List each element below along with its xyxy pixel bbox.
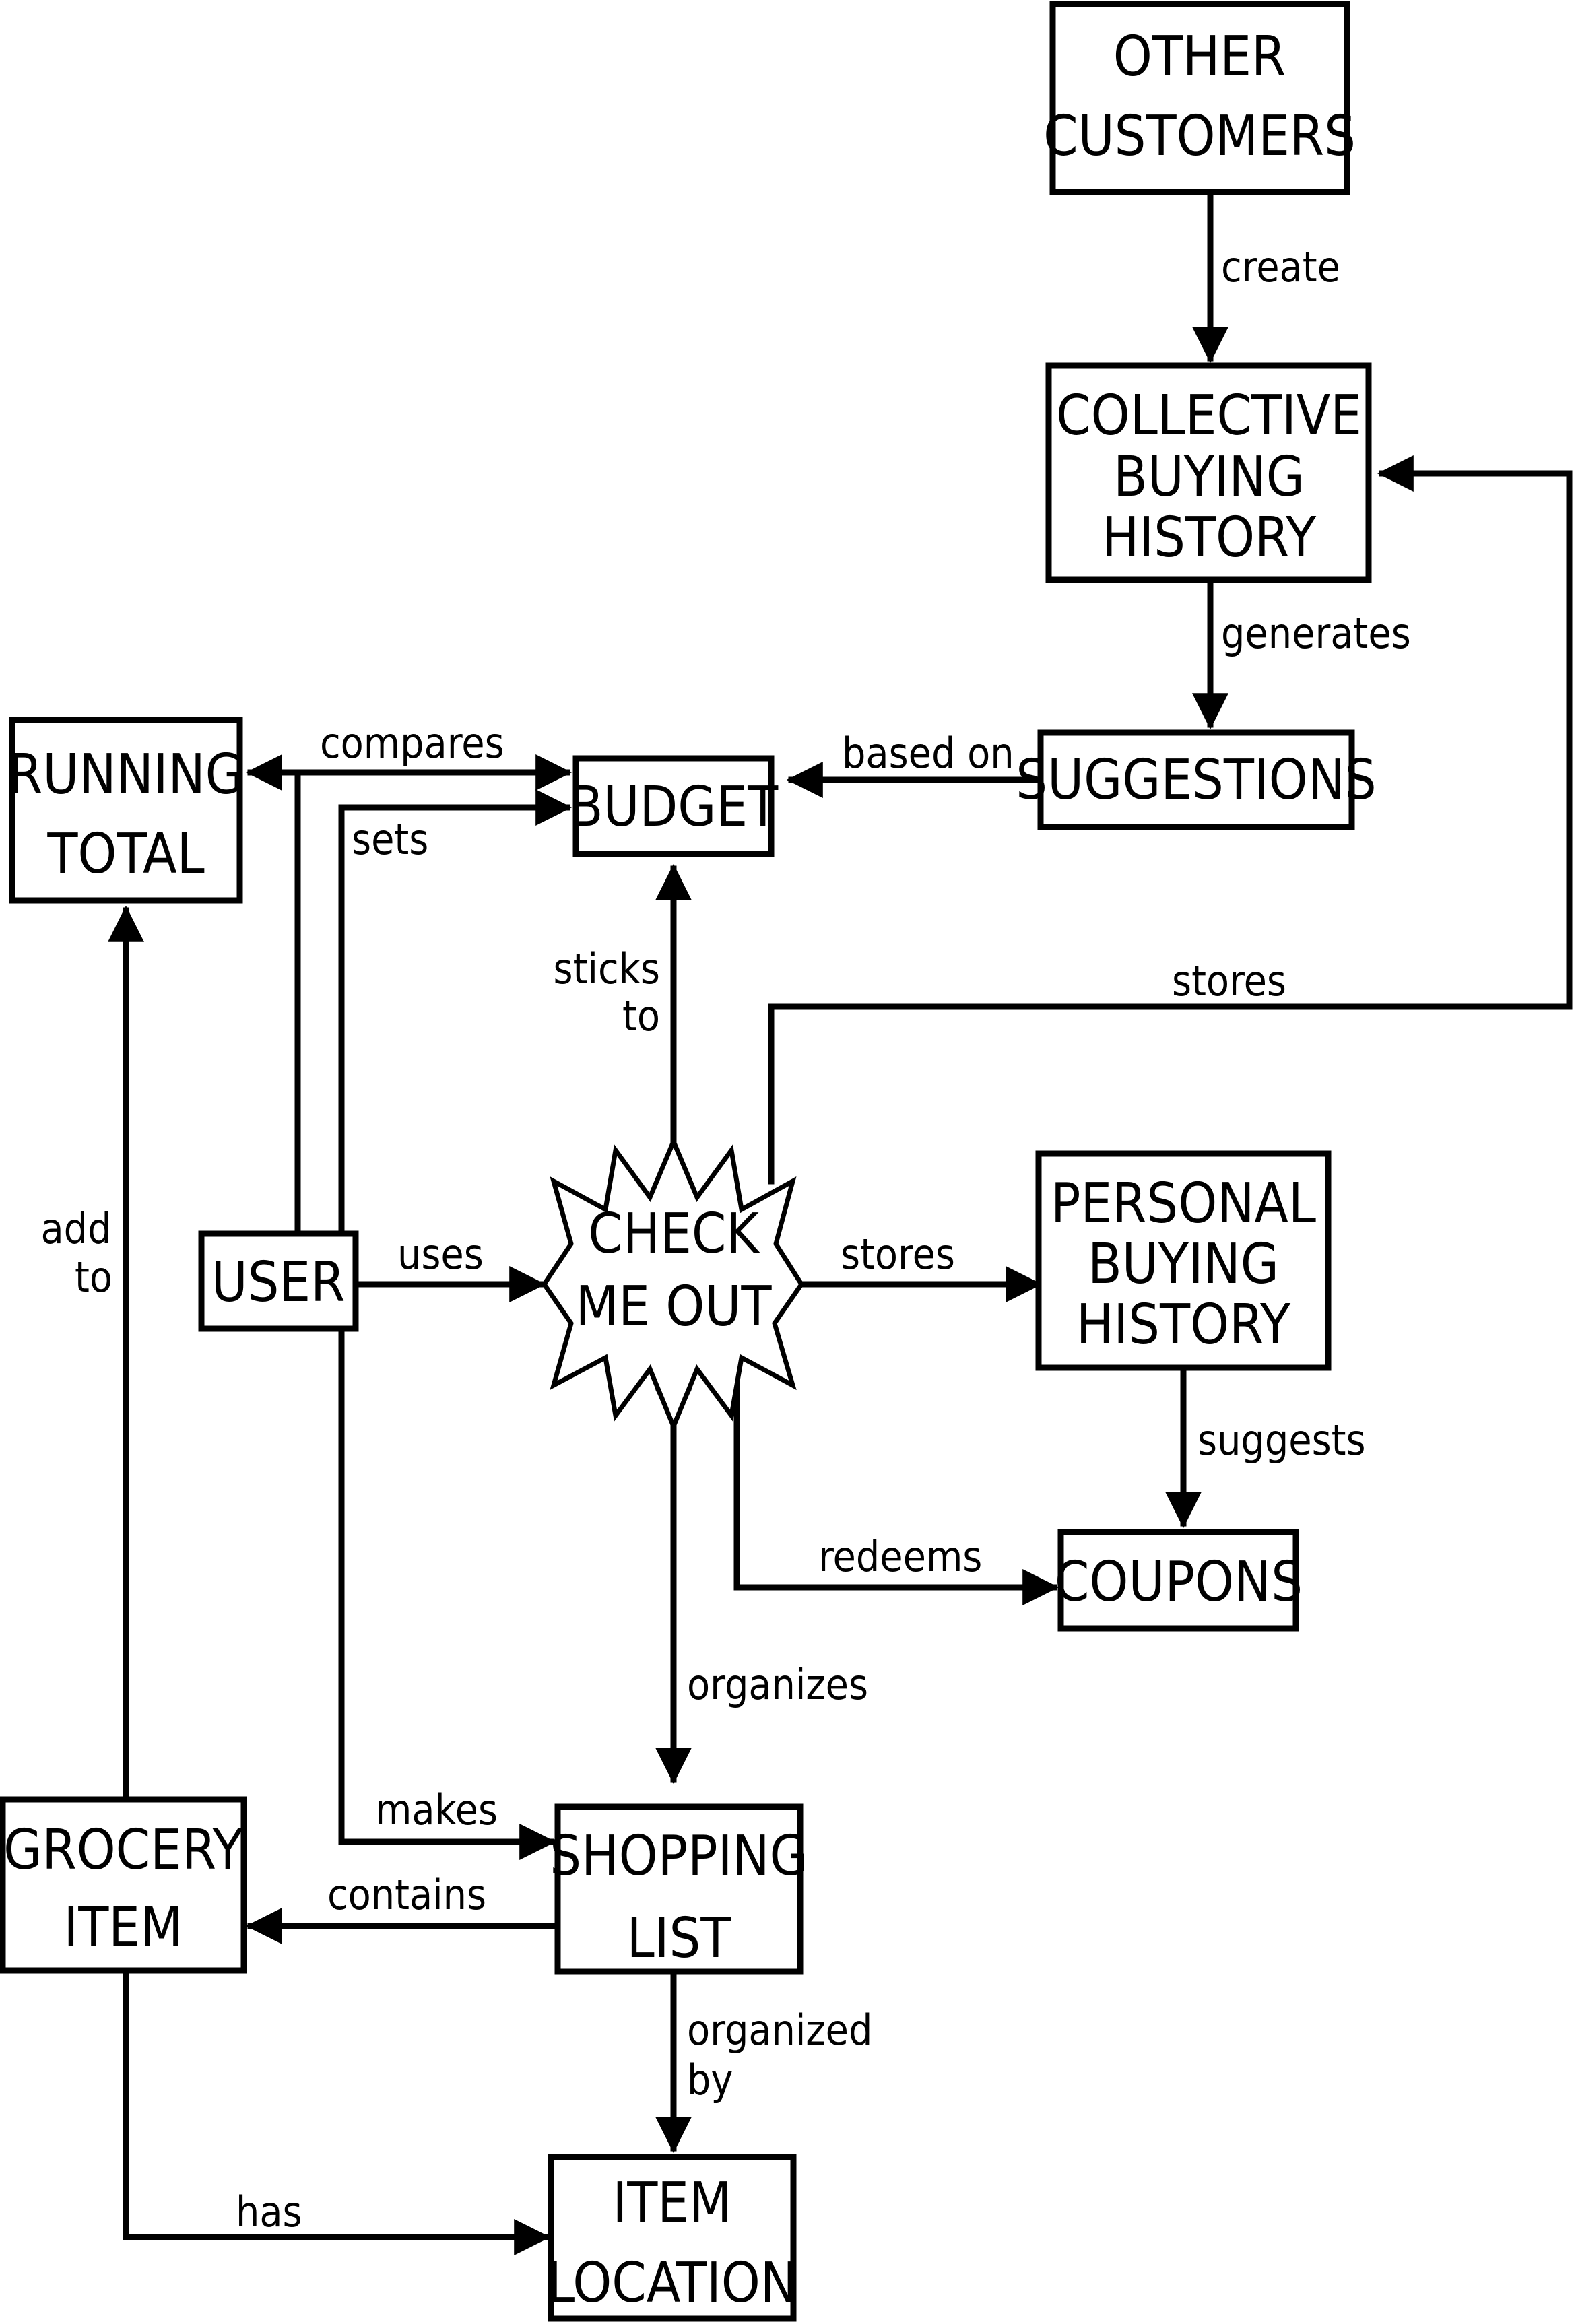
item-location-box: [548, 2154, 797, 2322]
connectors: [108, 190, 1573, 2255]
user-label: USER: [211, 1251, 346, 1315]
edge-label-makes: makes: [375, 1785, 498, 1834]
other-customers-box: [1049, 1, 1350, 195]
other-customers-label-1: OTHER: [1113, 25, 1286, 89]
edge-label-redeems: redeems: [818, 1532, 982, 1581]
shopping-list-box: [554, 1803, 804, 1975]
edge-label-organizes: organizes: [687, 1660, 868, 1709]
coupons-label: COUPONS: [1055, 1550, 1303, 1614]
edge-label-add-to-2: to: [75, 1253, 112, 1302]
node-boxes: [0, 1, 1372, 2322]
edge-sets: [338, 789, 572, 1237]
grocery-item-label-2: ITEM: [63, 1896, 183, 1960]
check-me-out-label-2: ME OUT: [576, 1275, 773, 1339]
item-location-label-2: LOCATION: [547, 2251, 797, 2315]
shopping-list-label-2: LIST: [627, 1906, 732, 1970]
running-total-box: [9, 717, 243, 904]
edge-label-sticks-to-2: to: [622, 991, 660, 1040]
budget-label: BUDGET: [569, 775, 779, 839]
edge-label-contains: contains: [327, 1870, 486, 1919]
personal-history-label-1: PERSONAL: [1051, 1172, 1316, 1236]
collective-history-label-1: COLLECTIVE: [1056, 384, 1362, 448]
edge-label-has: has: [236, 2187, 302, 2236]
suggestions-box: [1037, 729, 1355, 830]
edge-makes: [338, 1330, 556, 1860]
suggestions-label: SUGGESTIONS: [1016, 748, 1377, 812]
running-total-label-1: RUNNING: [8, 743, 244, 807]
edge-label-add-to-1: add: [40, 1204, 111, 1253]
other-customers-label-2: CUSTOMERS: [1043, 104, 1356, 168]
shopping-list-label-1: SHOPPING: [550, 1824, 808, 1888]
item-location-label-1: ITEM: [612, 2171, 731, 2235]
personal-history-label-3: HISTORY: [1076, 1293, 1291, 1357]
edge-label-stores-personal: stores: [841, 1230, 955, 1279]
coupons-box: [1057, 1529, 1299, 1632]
edge-label-uses: uses: [397, 1230, 484, 1279]
edge-redeems: [733, 1343, 1059, 1605]
edge-label-stores-collective: stores: [1172, 956, 1286, 1005]
edge-has: [123, 1968, 551, 2255]
check-me-out-burst: [541, 1135, 805, 1433]
edge-labels: create generates based on compares sets …: [40, 242, 1410, 2236]
edge-label-organized-by-1: organized: [687, 2005, 872, 2055]
user-box: [198, 1230, 359, 1332]
personal-history-box: [1035, 1150, 1332, 1371]
edge-stores-collective: [768, 455, 1573, 1185]
grocery-item-label-1: GROCERY: [3, 1818, 244, 1882]
edge-label-sticks-to-1: sticks: [554, 944, 660, 993]
edge-label-generates: generates: [1221, 609, 1411, 658]
node-labels: OTHER CUSTOMERS COLLECTIVE BUYING HISTOR…: [3, 25, 1377, 2315]
edge-label-compares: compares: [320, 719, 504, 768]
edge-label-based-on: based on: [842, 729, 1014, 778]
collective-history-label-3: HISTORY: [1102, 506, 1317, 570]
edge-label-sets: sets: [352, 815, 428, 864]
edge-label-organized-by-2: by: [687, 2055, 733, 2104]
check-me-out-label-1: CHECK: [588, 1202, 760, 1266]
collective-history-box: [1045, 362, 1372, 583]
personal-history-label-2: BUYING: [1088, 1232, 1279, 1296]
budget-box: [572, 755, 775, 857]
grocery-item-box: [0, 1796, 247, 1974]
edge-label-suggests: suggests: [1198, 1416, 1366, 1465]
collective-history-label-2: BUYING: [1113, 445, 1305, 509]
running-total-label-2: TOTAL: [46, 822, 204, 886]
edge-label-create: create: [1221, 242, 1340, 292]
